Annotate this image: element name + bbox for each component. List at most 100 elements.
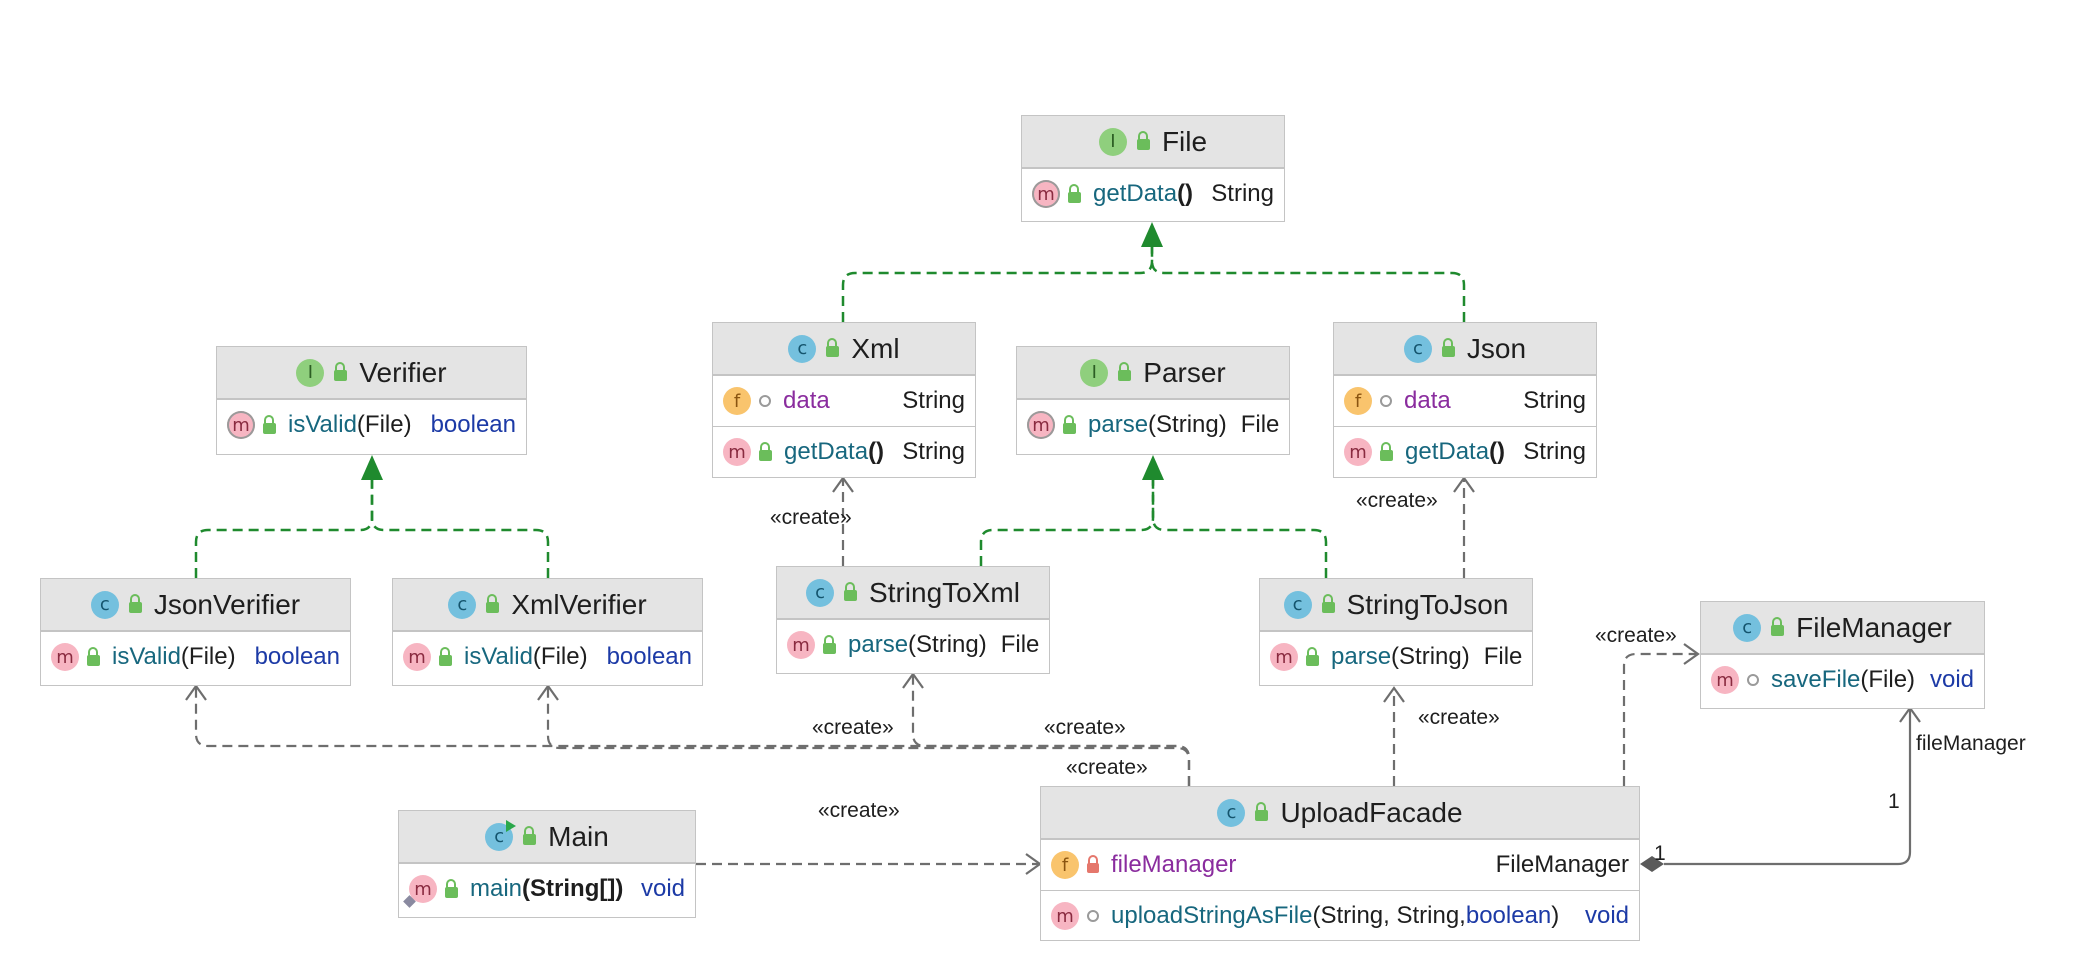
node-stringtoxml[interactable]: c StringToXml m parse(String) File [776, 566, 1050, 674]
interface-icon: I [296, 358, 325, 387]
member-row[interactable]: m isValid(File) boolean [217, 403, 526, 447]
method-icon: m [1711, 666, 1739, 694]
node-file-methods: m getData() String [1022, 168, 1284, 219]
member-row[interactable]: m parse(String) File [1017, 403, 1289, 447]
node-parser-name: Parser [1143, 356, 1226, 388]
node-json[interactable]: c Json f data String m getData() String [1333, 322, 1597, 478]
node-xml[interactable]: c Xml f data String m getData() String [712, 322, 976, 478]
method-return-type: String [1523, 438, 1586, 465]
node-uploadfacade-header: c UploadFacade [1041, 787, 1639, 839]
node-stringtoxml-name: StringToXml [869, 576, 1020, 608]
class-icon: c [1283, 590, 1312, 619]
class-icon: c [1217, 798, 1246, 827]
method-name: isValid [288, 411, 357, 438]
edge-label-create-xmlverifier: «create» [1044, 716, 1126, 739]
private-lock-icon [1087, 855, 1099, 873]
member-row[interactable]: f fileManager FileManager [1041, 843, 1639, 887]
node-main[interactable]: c Main m main(String[]) void [398, 810, 696, 918]
method-params-keyword: boolean [1465, 902, 1552, 929]
package-private-icon [1747, 674, 1759, 686]
public-icon [1118, 362, 1132, 381]
field-name: data [783, 387, 830, 414]
method-params: (String) [908, 631, 987, 658]
member-row[interactable]: m isValid(File) boolean [41, 635, 350, 679]
field-icon: f [1344, 387, 1372, 415]
node-uploadfacade-fields: f fileManager FileManager [1041, 839, 1639, 890]
node-xmlverifier[interactable]: c XmlVerifier m isValid(File) boolean [392, 578, 703, 686]
node-xml-header: c Xml [713, 323, 975, 375]
realization-edge-xml-file [841, 245, 1154, 322]
composition-diamond [1640, 856, 1664, 872]
dependency-edge-uploadfacade-stringtoxml [911, 676, 1191, 786]
edge-label-filemanager-role: fileManager [1916, 732, 2026, 755]
method-params: () [1177, 180, 1194, 207]
member-row[interactable]: m main(String[]) void [399, 867, 695, 911]
node-file[interactable]: I File m getData() String [1021, 115, 1285, 222]
member-row[interactable]: f data String [1334, 379, 1596, 423]
member-row[interactable]: m parse(String) File [1260, 635, 1532, 679]
public-icon [87, 646, 100, 666]
node-verifier-methods: m isValid(File) boolean [217, 399, 526, 450]
public-icon [826, 338, 840, 357]
member-row[interactable]: m uploadStringAsFile(String, String, boo… [1041, 894, 1639, 938]
method-return-type: File [1240, 411, 1280, 438]
node-jsonverifier[interactable]: c JsonVerifier m isValid(File) boolean [40, 578, 351, 686]
member-row[interactable]: m getData() String [1334, 430, 1596, 474]
method-name: isValid [464, 643, 533, 670]
public-icon [1136, 131, 1150, 150]
dependency-arrowhead-stringtoxml [902, 672, 924, 689]
node-jsonverifier-name: JsonVerifier [153, 588, 301, 620]
public-icon [263, 414, 276, 434]
node-xmlverifier-methods: m isValid(File) boolean [393, 631, 702, 682]
edge-label-create-stringtojson: «create» [1418, 706, 1500, 729]
edge-label-create-xml: «create» [770, 506, 852, 529]
node-parser[interactable]: I Parser m parse(String) File [1016, 346, 1290, 455]
dependency-edge-uploadfacade-jsonverifier [194, 688, 1191, 786]
node-jsonverifier-methods: m isValid(File) boolean [41, 631, 350, 682]
method-name: main [470, 875, 523, 902]
method-params-close: ) [1551, 902, 1560, 929]
public-icon [1255, 802, 1269, 821]
node-verifier-header: I Verifier [217, 347, 526, 399]
member-row[interactable]: m getData() String [713, 430, 975, 474]
realization-edge-stringtojson-parser [1151, 478, 1328, 578]
member-row[interactable]: f data String [713, 379, 975, 423]
node-json-header: c Json [1334, 323, 1596, 375]
package-private-icon [1380, 395, 1392, 407]
method-return-type: File [1000, 631, 1040, 658]
dependency-arrowhead-filemanager [1683, 643, 1700, 665]
node-uploadfacade-name: UploadFacade [1280, 796, 1463, 828]
public-icon [486, 594, 500, 613]
node-xml-fields: f data String [713, 375, 975, 426]
node-filemanager-header: c FileManager [1701, 602, 1984, 654]
public-icon [334, 362, 348, 381]
class-icon: c [448, 590, 477, 619]
node-xml-methods: m getData() String [713, 426, 975, 477]
interface-icon: I [1080, 358, 1109, 387]
field-name: fileManager [1111, 851, 1237, 878]
abstract-method-icon: m [1027, 411, 1055, 439]
realization-edge-json-file [1150, 245, 1466, 322]
dependency-edge-uploadfacade-xmlverifier [546, 688, 1191, 786]
member-row[interactable]: m isValid(File) boolean [393, 635, 702, 679]
public-icon [523, 826, 537, 845]
method-name: parse [848, 631, 909, 658]
node-filemanager[interactable]: c FileManager m saveFile(File) void [1700, 601, 1985, 709]
method-name: getData [1093, 180, 1178, 207]
realization-arrowhead-parser [1142, 455, 1164, 480]
class-icon: c [1733, 613, 1762, 642]
node-uploadfacade[interactable]: c UploadFacade f fileManager FileManager… [1040, 786, 1640, 941]
member-row[interactable]: m getData() String [1022, 172, 1284, 216]
member-row[interactable]: m parse(String) File [777, 623, 1049, 667]
method-icon: m [403, 643, 431, 671]
edge-label-create-jsonverifier: «create» [1066, 756, 1148, 779]
member-row[interactable]: m saveFile(File) void [1701, 658, 1984, 702]
node-verifier[interactable]: I Verifier m isValid(File) boolean [216, 346, 527, 455]
class-icon: c [806, 578, 835, 607]
node-stringtojson[interactable]: c StringToJson m parse(String) File [1259, 578, 1533, 686]
node-stringtoxml-methods: m parse(String) File [777, 619, 1049, 670]
node-json-name: Json [1466, 332, 1527, 364]
node-verifier-name: Verifier [359, 356, 447, 388]
method-params: (String, String, [1312, 902, 1466, 929]
